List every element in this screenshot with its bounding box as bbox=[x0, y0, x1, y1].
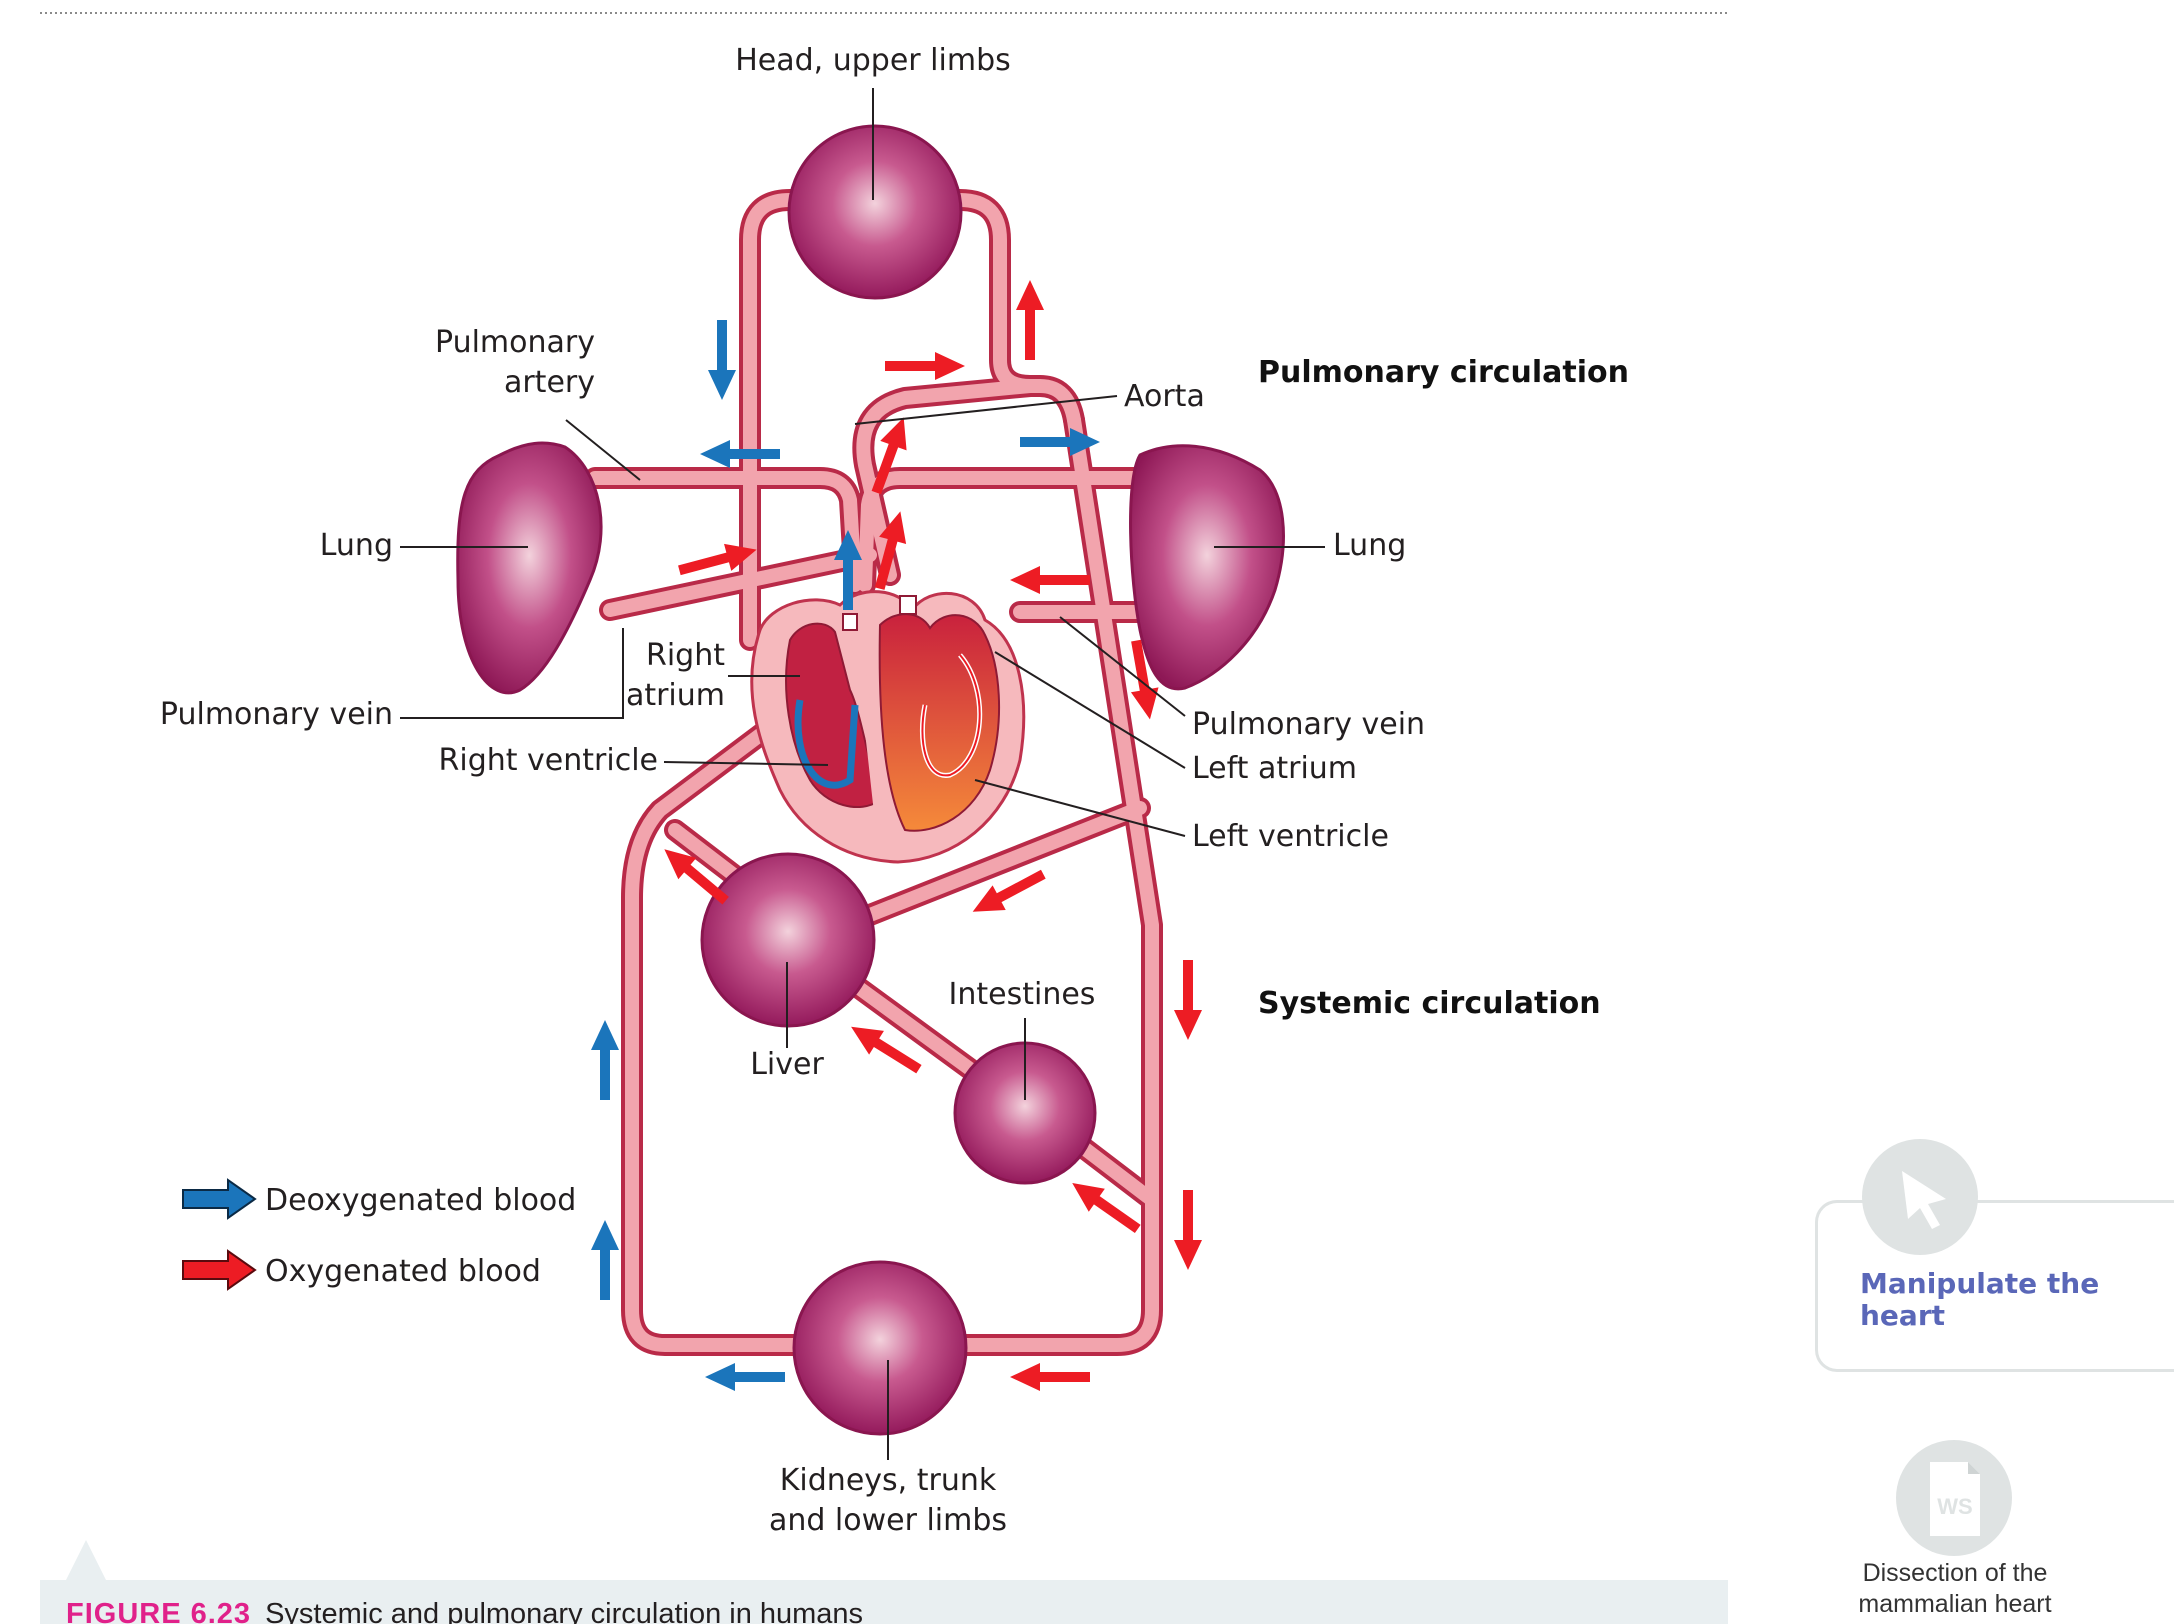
septum bbox=[850, 639, 885, 826]
arrow-aorta-right bbox=[885, 352, 965, 380]
arrow-vena-cava-up-2 bbox=[591, 1220, 619, 1300]
arrow-aorta-down-2 bbox=[1174, 1190, 1202, 1270]
lung-left-organ bbox=[456, 441, 603, 695]
deoxygenated-flow-right-heart bbox=[794, 699, 859, 789]
label-left-ventricle: Left ventricle bbox=[1192, 819, 1389, 854]
arrow-to-intestines bbox=[1072, 1183, 1141, 1234]
label-pulmonary-circulation: Pulmonary circulation bbox=[1258, 355, 1629, 390]
vessel-8 bbox=[625, 713, 807, 1352]
label-head-upper-limbs: Head, upper limbs bbox=[735, 43, 1011, 78]
label-pulmonary-vein-left: Pulmonary vein bbox=[160, 697, 393, 732]
label-right-ventricle: Right ventricle bbox=[439, 743, 658, 778]
arrow-pulmonary-vein-left bbox=[678, 543, 757, 576]
label-lung-right: Lung bbox=[1333, 528, 1406, 563]
worksheet-label-line1: Dissection of the bbox=[1862, 1559, 2048, 1587]
label-left-atrium: Left atrium bbox=[1192, 751, 1357, 786]
worksheet-label-line2: mammalian heart bbox=[1858, 1590, 2052, 1618]
arrow-pulmonary-vein-right bbox=[1010, 566, 1090, 594]
arrow-vena-cava-down bbox=[708, 320, 736, 400]
arrow-aorta-up bbox=[1016, 280, 1044, 360]
worksheet-document-icon[interactable]: WS bbox=[1896, 1440, 2012, 1556]
lung-right-organ bbox=[1129, 444, 1285, 691]
legend-oxygenated-swatch bbox=[182, 1249, 257, 1291]
arrow-descending-aorta bbox=[1130, 639, 1159, 720]
label-pulmonary-artery-2: artery bbox=[504, 365, 595, 400]
kidneys-organ bbox=[792, 1260, 968, 1436]
label-systemic-circulation: Systemic circulation bbox=[1258, 986, 1601, 1021]
leader-lines bbox=[400, 88, 1325, 1460]
arrow-from-kidneys bbox=[705, 1363, 785, 1391]
legend-oxygenated-label: Oxygenated blood bbox=[265, 1254, 541, 1289]
cursor-pointer-icon-graphic bbox=[1902, 1171, 1946, 1229]
vessel-12 bbox=[1073, 1138, 1159, 1207]
arrow-pulmonary-artery-right bbox=[1020, 428, 1100, 456]
worksheet-badge: WS bbox=[1937, 1494, 1972, 1519]
flow-arrows bbox=[591, 280, 1202, 1391]
label-aorta: Aorta bbox=[1124, 379, 1205, 414]
diagram-labels: Head, upper limbs Pulmonary artery Aorta… bbox=[160, 43, 1629, 1538]
pulmonary-valve-window bbox=[842, 613, 858, 631]
label-pulmonary-artery-1: Pulmonary bbox=[435, 325, 595, 360]
arrow-heart-out-up bbox=[874, 511, 907, 590]
label-lung-left: Lung bbox=[320, 528, 393, 563]
label-kidneys-1: Kidneys, trunk bbox=[780, 1463, 997, 1498]
manipulate-heart-link[interactable]: Manipulate the heart bbox=[1860, 1267, 2100, 1332]
worksheet-document-graphic: WS bbox=[1930, 1462, 1980, 1536]
label-right-atrium-1: Right bbox=[646, 638, 725, 673]
arrow-intestine-to-liver bbox=[851, 1026, 922, 1074]
arrow-to-liver bbox=[972, 869, 1046, 912]
label-intestines: Intestines bbox=[949, 977, 1096, 1012]
label-pulmonary-vein-right: Pulmonary vein bbox=[1192, 707, 1425, 742]
arrow-liver-out bbox=[664, 849, 729, 905]
legend-deoxygenated-swatch bbox=[182, 1178, 257, 1220]
legend-deoxygenated-label: Deoxygenated blood bbox=[265, 1183, 576, 1218]
arrow-pulmonary-trunk-up bbox=[834, 530, 862, 610]
label-liver: Liver bbox=[750, 1047, 824, 1082]
vessel-5 bbox=[603, 548, 877, 617]
arrow-vena-cava-up-1 bbox=[591, 1020, 619, 1100]
worksheet-link[interactable]: Dissection of the mammalian heart bbox=[1810, 1558, 2100, 1620]
legend: Deoxygenated blood Oxygenated blood bbox=[182, 1178, 576, 1291]
heart bbox=[750, 590, 1026, 864]
vessel-2 bbox=[856, 379, 1037, 582]
vessel-1 bbox=[933, 193, 1081, 427]
arrow-pulmonary-artery-left bbox=[700, 440, 780, 468]
oxygenated-flow-left-heart-inner bbox=[921, 654, 981, 777]
head-upper-limbs-organ bbox=[787, 124, 963, 300]
label-right-atrium-2: atrium bbox=[626, 678, 725, 713]
aortic-valve-window bbox=[899, 595, 917, 615]
arrow-to-kidneys bbox=[1010, 1363, 1090, 1391]
cursor-pointer-icon[interactable] bbox=[1862, 1139, 1978, 1255]
caption-notch bbox=[66, 1540, 106, 1580]
vessel-7 bbox=[878, 413, 1159, 1352]
figure-caption: FIGURE 6.23 Systemic and pulmonary circul… bbox=[40, 1580, 1728, 1624]
arrow-aortic-arch-up bbox=[871, 417, 907, 495]
figure-caption-text: Systemic and pulmonary circulation in hu… bbox=[265, 1598, 864, 1624]
vessel-3 bbox=[588, 471, 862, 592]
arrow-aorta-down-1 bbox=[1174, 960, 1202, 1040]
label-kidneys-2: and lower limbs bbox=[769, 1503, 1007, 1538]
vessel-11 bbox=[848, 978, 992, 1087]
vessel-10 bbox=[863, 801, 1147, 922]
figure-number: FIGURE 6.23 bbox=[66, 1598, 252, 1624]
